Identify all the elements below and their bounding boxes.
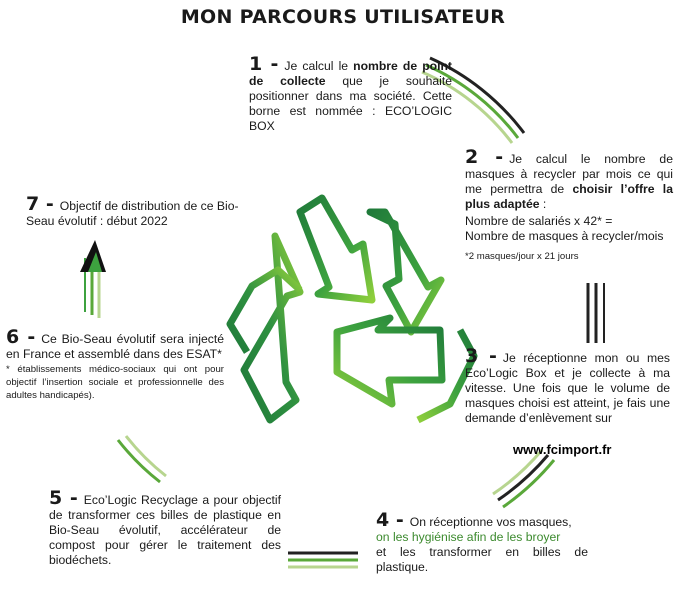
step-7: 7 -Objectif de distribution de ce Bio-Se… (26, 195, 246, 229)
step-1-text-b: que je souhaite positionner dans ma soci… (249, 74, 452, 133)
cycle-arc-5-6 (116, 435, 167, 484)
recycle-icon (226, 194, 478, 424)
step-4-line-3: et les transformer en billes de plastiqu… (376, 545, 588, 574)
up-arrow-icon (80, 240, 106, 318)
website-link[interactable]: www.fcimport.fr (513, 442, 612, 457)
cycle-arc-3-4 (492, 449, 556, 509)
step-2-text-b: : (539, 197, 547, 211)
step-1-text-a: Je calcul le (284, 59, 354, 73)
step-6-text: 6 -Ce Bio-Seau évolutif sera injecté en … (6, 328, 224, 362)
step-4: 4 - On réceptionne vos masques, on les hy… (376, 511, 588, 575)
step-3-text: 3 -Je réceptionne mon ou mes Eco’Logic B… (465, 347, 670, 426)
step-2-text: 2 -Je calcul le nombre de masques à recy… (465, 148, 673, 212)
step-7-number: 7 - (26, 193, 54, 215)
step-6-note: * établissements médico-sociaux qui ont … (6, 364, 224, 401)
cycle-arc-4-5 (288, 551, 358, 569)
step-1-text-bold: nombre de point de collecte (249, 59, 452, 88)
step-5-number: 5 - (49, 487, 78, 509)
step-2-formula-a: Nombre de salariés x 42* = (465, 214, 613, 228)
step-2-text-a: Je calcul le nombre de masques à recycle… (465, 152, 673, 196)
step-2-text-bold: choisir l’offre la plus adaptée (465, 182, 673, 211)
step-4-line-1-text: On réceptionne vos masques, (409, 515, 572, 529)
step-7-text-body: Objectif de distribution de ce Bio-Seau … (26, 199, 239, 228)
cycle-arc-2-3 (586, 283, 605, 343)
cycle-arc-1-2 (421, 56, 526, 144)
step-3-number: 3 - (465, 345, 497, 367)
step-4-number: 4 - (376, 509, 404, 531)
step-5: 5 -Eco’Logic Recyclage a pour objectif d… (49, 489, 281, 568)
step-3: 3 -Je réceptionne mon ou mes Eco’Logic B… (465, 347, 670, 426)
step-4-line-1: 4 - On réceptionne vos masques, (376, 511, 588, 530)
step-6-text-body: Ce Bio-Seau évolutif sera injecté en Fra… (6, 332, 224, 361)
step-7-text: 7 -Objectif de distribution de ce Bio-Se… (26, 195, 246, 229)
step-6-number: 6 - (6, 326, 36, 348)
step-2: 2 -Je calcul le nombre de masques à recy… (465, 148, 673, 263)
step-4-line-2: on les hygiénise afin de les broyer (376, 530, 561, 544)
step-2-formula-b: Nombre de masques à recycler/mois (465, 229, 664, 243)
step-2-note: *2 masques/jour x 21 jours (465, 251, 579, 262)
step-2-number: 2 - (465, 146, 504, 168)
step-5-text-body: Eco’Logic Recyclage a pour objectif de t… (49, 493, 281, 567)
step-1: 1 - Je calcul le nombre de point de colle… (249, 55, 452, 134)
step-1-text: 1 - Je calcul le nombre de point de colle… (249, 55, 452, 134)
step-1-number: 1 - (249, 53, 279, 75)
page-title: MON PARCOURS UTILISATEUR (180, 6, 506, 28)
step-3-text-body: Je réceptionne mon ou mes Eco’Logic Box … (465, 351, 670, 425)
step-6: 6 -Ce Bio-Seau évolutif sera injecté en … (6, 328, 224, 402)
step-5-text: 5 -Eco’Logic Recyclage a pour objectif d… (49, 489, 281, 568)
